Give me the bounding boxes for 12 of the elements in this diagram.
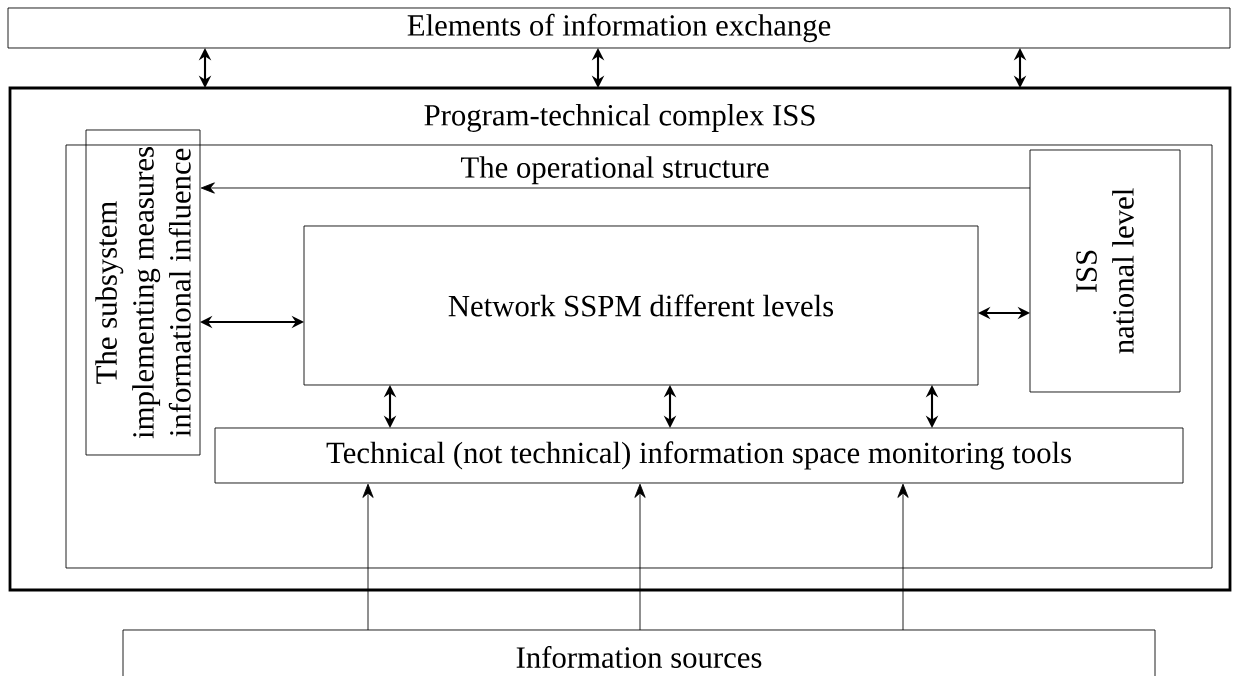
- inner-frame: [65, 144, 1213, 569]
- sources-box: Information sources: [122, 629, 1156, 676]
- network-box: Network SSPM different levels: [303, 225, 979, 386]
- arrow: [362, 483, 374, 631]
- arrow: [897, 483, 909, 631]
- subsystem-box: The subsystem implementing measures informational influence: [85, 129, 201, 456]
- arrow: [634, 483, 646, 631]
- tools-box: Technical (not technical) information space monitoring tools: [214, 427, 1184, 484]
- arrow: [200, 182, 1031, 194]
- level-box: ISS national level: [1029, 149, 1181, 393]
- edge-label: The operational structure: [461, 156, 769, 185]
- exchange-box: Elements of information exchange: [7, 7, 1231, 49]
